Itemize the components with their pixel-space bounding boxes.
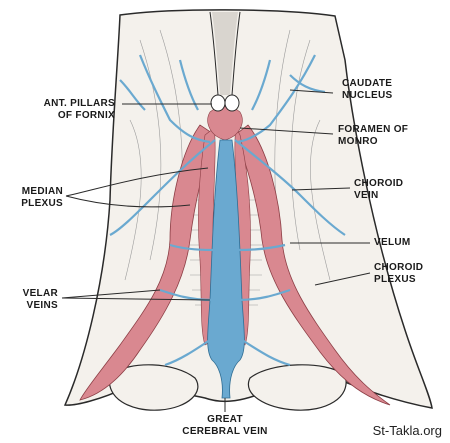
label-great-cerebral-vein: GREAT CEREBRAL VEIN: [155, 414, 295, 438]
choroid-plexus-left: [79, 124, 216, 401]
label-choroid-plexus-line2: PLEXUS: [374, 274, 416, 285]
midline-fissure: [209, 11, 241, 96]
watermark-text: St-Takla.org: [372, 423, 442, 438]
label-choroid-plexus-line1: CHOROID: [374, 262, 424, 273]
bottom-lobe-left: [108, 364, 199, 411]
label-median-plexus-line2: PLEXUS: [21, 198, 63, 209]
vein-branches: [109, 54, 346, 367]
label-median-plexus-line1: MEDIAN: [21, 186, 63, 197]
label-great-cerebral-vein-line2: CEREBRAL VEIN: [182, 426, 268, 437]
label-caudate-line1: CAUDATE: [342, 78, 393, 89]
fornix-pillar-left: [210, 94, 226, 112]
label-velar-veins: VELAR VEINS: [5, 288, 58, 312]
label-choroid-vein: CHOROID VEIN: [354, 178, 403, 202]
bottom-lobe-right: [247, 364, 347, 411]
label-great-cerebral-vein-line1: GREAT: [207, 414, 243, 425]
choroid-plexus-right: [234, 124, 391, 406]
label-caudate-line2: NUCLEUS: [342, 90, 393, 101]
label-ant-pillars-line1: ANT. PILLARS: [43, 98, 115, 109]
label-velum: VELUM: [374, 237, 411, 249]
internal-cerebral-vein: [207, 139, 245, 399]
label-caudate: CAUDATE NUCLEUS: [342, 78, 392, 102]
fissure-fill: [212, 12, 238, 95]
label-ant-pillars-line2: OF FORNIX: [57, 110, 115, 121]
fornix-pillar-right: [224, 94, 240, 112]
label-velar-veins-line1: VELAR: [22, 288, 58, 299]
label-choroid-plexus: CHOROID PLEXUS: [374, 262, 423, 286]
label-foramen: FORAMEN OF MONRO: [338, 124, 408, 148]
label-choroid-vein-line2: VEIN: [354, 190, 379, 201]
leader-lines: [61, 89, 371, 412]
label-velum-text: VELUM: [374, 237, 411, 248]
label-choroid-vein-line1: CHOROID: [354, 178, 404, 189]
label-foramen-line2: MONRO: [338, 136, 378, 147]
label-median-plexus: MEDIAN PLEXUS: [5, 186, 63, 210]
label-ant-pillars: ANT. PILLARS OF FORNIX: [5, 98, 115, 122]
label-velar-veins-line2: VEINS: [26, 300, 58, 311]
label-foramen-line1: FORAMEN OF: [338, 124, 409, 135]
